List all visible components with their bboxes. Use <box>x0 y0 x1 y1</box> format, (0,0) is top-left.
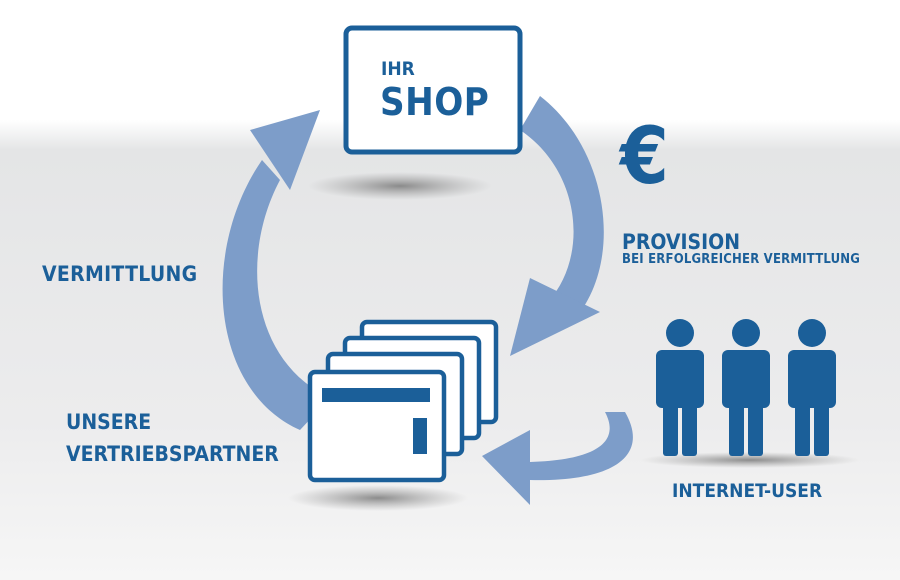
partner-label-line2: VERTRIEBSPARTNER <box>66 442 279 466</box>
shop-shadow <box>308 172 492 200</box>
shop-title-large: SHOP <box>380 80 490 124</box>
internet-user-label: INTERNET-USER <box>672 480 823 502</box>
euro-icon: € <box>620 112 669 202</box>
shop-title-small: IHR <box>381 58 415 80</box>
provision-label: PROVISION <box>622 230 741 254</box>
provision-sublabel: BEI ERFOLGREICHER VERMITTLUNG <box>622 252 861 267</box>
users-arrow <box>482 412 633 505</box>
person-3-icon <box>788 319 836 456</box>
vermittlung-label: VERMITTLUNG <box>42 262 198 286</box>
people-icon <box>656 319 836 456</box>
person-1-icon <box>656 319 704 456</box>
partner-shadow <box>288 485 468 511</box>
partner-windows-icon <box>307 319 499 483</box>
cycle-arrow-right <box>510 96 604 356</box>
shop-screen-icon <box>343 25 523 155</box>
cycle-arrow-left <box>222 110 330 430</box>
person-2-icon <box>722 319 770 456</box>
partner-label-line1: UNSERE <box>66 410 152 434</box>
